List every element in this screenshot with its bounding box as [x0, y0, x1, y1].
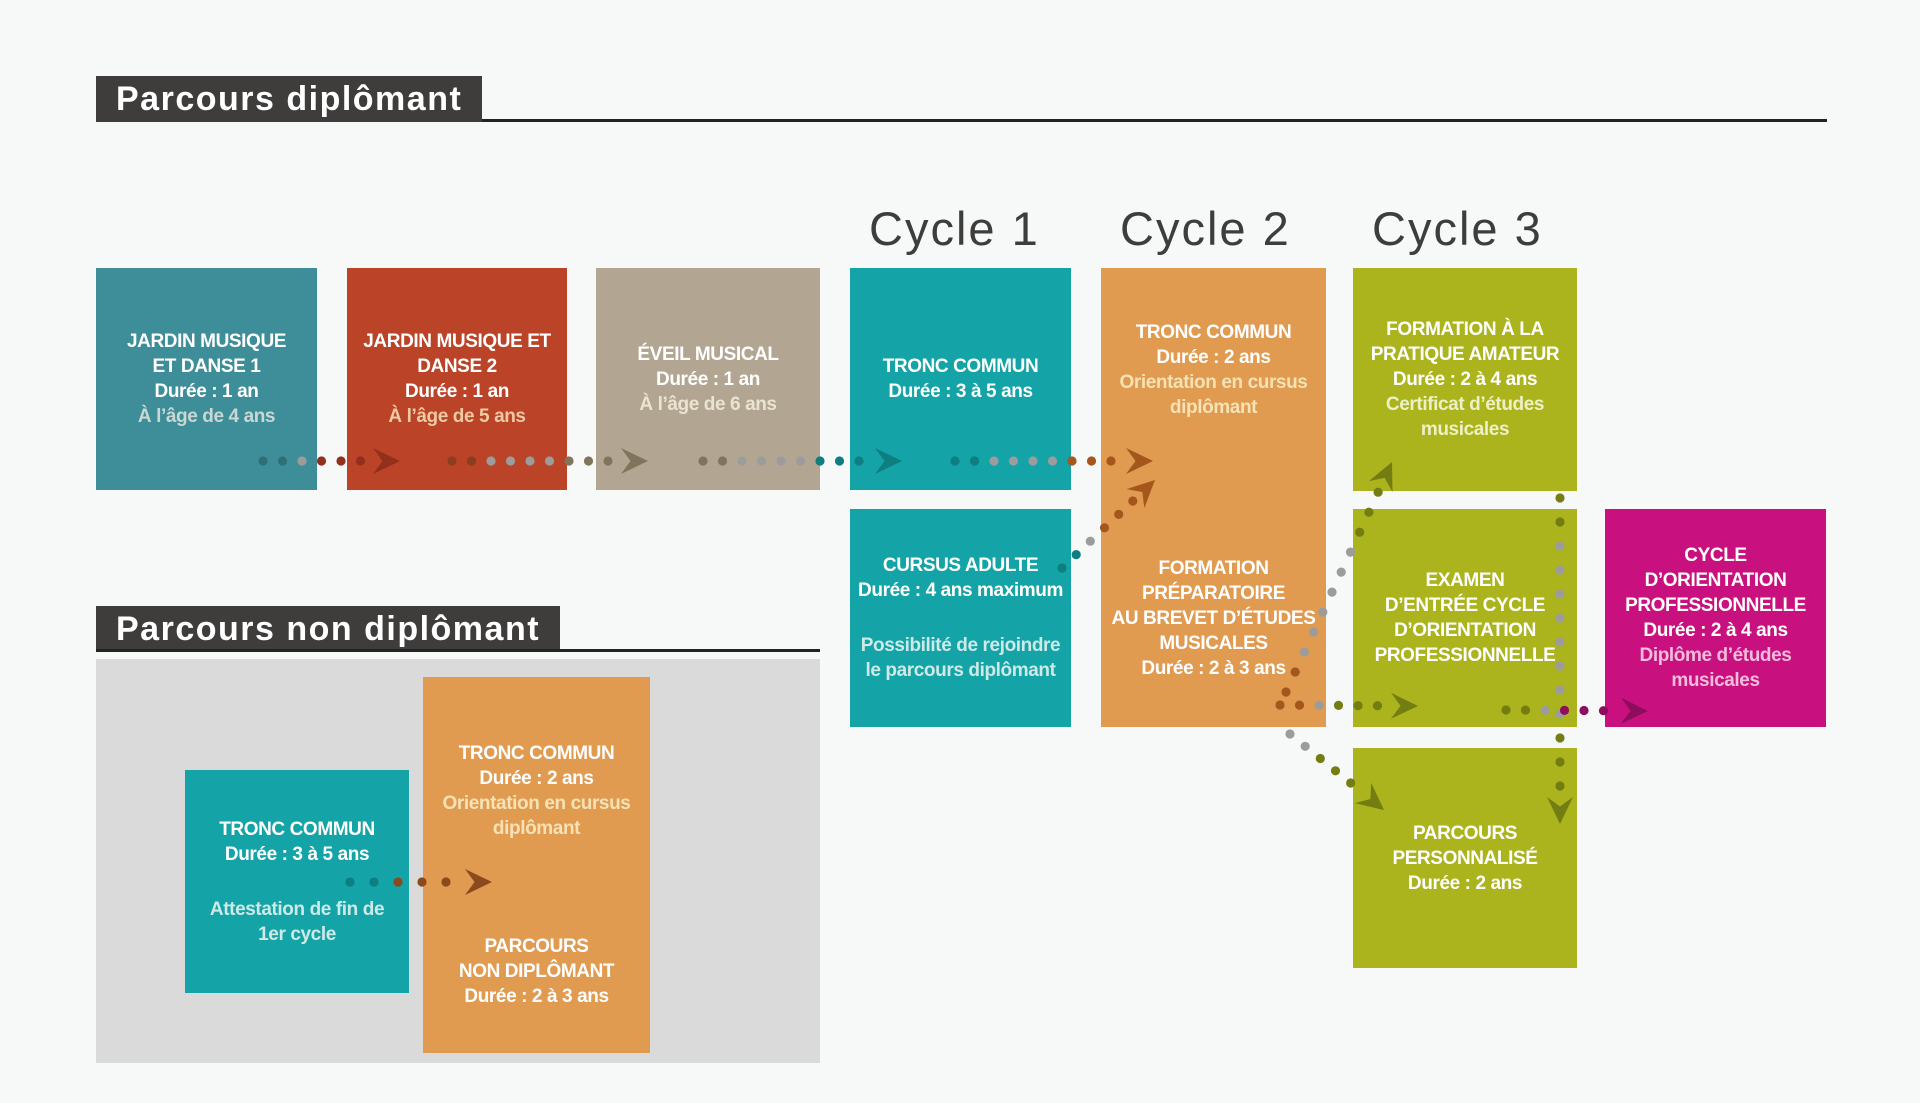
node-formation-pratique-amateur: FORMATION À LA PRATIQUE AMATEUR Durée : …	[1353, 268, 1577, 491]
node-title: CYCLE D’ORIENTATION PROFESSIONNELLE	[1625, 545, 1806, 616]
node-jardin-musique-danse-1: JARDIN MUSIQUE ET DANSE 1 Durée : 1 an À…	[96, 268, 317, 490]
node-title: EXAMEN D’ENTRÉE CYCLE D’ORIENTATION PROF…	[1374, 570, 1556, 666]
node-duration: Durée : 1 an	[154, 381, 259, 402]
node-text-block: ÉVEIL MUSICAL Durée : 1 an À l’âge de 6 …	[602, 342, 814, 417]
node-jardin-musique-danse-2: JARDIN MUSIQUE ET DANSE 2 Durée : 1 an À…	[347, 268, 567, 490]
non-diplomant-divider-line	[96, 649, 820, 652]
section-title-diplomant: Parcours diplômant	[96, 76, 483, 122]
node-duration: Durée : 1 an	[405, 381, 509, 402]
node-duration: Durée : 2 à 4 ans	[1392, 369, 1538, 390]
node-note: À l’âge de 6 ans	[639, 393, 777, 415]
node-note: Attestation de fin de 1er cycle	[209, 898, 385, 945]
flow-dot	[1327, 587, 1337, 597]
node-text-block: TRONC COMMUN Durée : 3 à 5 ans Attestati…	[191, 817, 403, 947]
flow-dot	[1071, 550, 1081, 560]
node-text-block: FORMATION À LA PRATIQUE AMATEUR Durée : …	[1359, 317, 1571, 442]
node-duration: Durée : 2 ans	[1156, 347, 1271, 368]
node-duration: Durée : 2 à 4 ans	[1643, 620, 1788, 641]
flow-dot	[1085, 536, 1095, 546]
node-title: TRONC COMMUN	[219, 818, 375, 840]
node-duration: Durée : 2 ans	[1407, 872, 1523, 894]
flow-dot	[1330, 766, 1341, 776]
flow-dot	[1333, 700, 1344, 711]
node-duration: Durée : 3 à 5 ans	[224, 843, 370, 865]
cycle-3-header: Cycle 3	[1372, 202, 1543, 255]
node-text-block: JARDIN MUSIQUE ET DANSE 2 Durée : 1 an À…	[353, 329, 561, 429]
node-text-block: TRONC COMMUN Durée : 3 à 5 ans	[856, 354, 1065, 404]
node-note: Certificat d’études musicales	[1385, 394, 1545, 440]
node-note: Possibilité de rejoindre le parcours dip…	[860, 635, 1061, 681]
flow-dot	[1555, 493, 1565, 503]
node-text-block: EXAMEN D’ENTRÉE CYCLE D’ORIENTATION PROF…	[1359, 568, 1571, 668]
flow-dot	[336, 456, 346, 466]
node-duration: Durée : 2 à 3 ans	[464, 986, 609, 1007]
flow-dot	[1555, 733, 1565, 743]
node-title: TRONC COMMUN	[882, 356, 1039, 377]
node-note: Orientation en cursus diplômant	[1119, 372, 1308, 418]
node-title: TRONC COMMUN	[458, 743, 615, 764]
cycle-2-header: Cycle 2	[1120, 202, 1291, 255]
node-text-block: CYCLE D’ORIENTATION PROFESSIONNELLE Duré…	[1611, 543, 1820, 693]
flow-dot	[1300, 741, 1310, 751]
node-duration: Durée : 1 an	[656, 368, 760, 390]
node-text-block: JARDIN MUSIQUE ET DANSE 1 Durée : 1 an À…	[102, 329, 311, 429]
node-text-block: TRONC COMMUN Durée : 2 ans Orientation e…	[429, 741, 644, 841]
node-title: FORMATION PRÉPARATOIRE AU BREVET D’ÉTUDE…	[1111, 558, 1316, 654]
node-text-block: PARCOURS NON DIPLÔMANT Durée : 2 à 3 ans	[429, 934, 644, 1009]
node-text-block: PARCOURS PERSONNALISÉ Durée : 2 ans	[1359, 821, 1571, 896]
flow-dot	[583, 456, 594, 466]
node-duration: Durée : 3 à 5 ans	[888, 381, 1033, 402]
node-note: À l’âge de 4 ans	[137, 406, 276, 427]
node-title: PARCOURS NON DIPLÔMANT	[458, 936, 615, 982]
flow-dot	[834, 456, 845, 466]
node-note: Diplôme d’études musicales	[1639, 645, 1792, 691]
node-cycle2-tronc-et-formation-preparatoire: TRONC COMMUN Durée : 2 ans Orientation e…	[1101, 268, 1326, 727]
node-note: À l’âge de 5 ans	[388, 406, 526, 427]
node-text-block: FORMATION PRÉPARATOIRE AU BREVET D’ÉTUDE…	[1107, 556, 1320, 681]
node-duration: Durée : 2 à 3 ans	[1141, 658, 1286, 679]
node-title: PARCOURS PERSONNALISÉ	[1392, 822, 1538, 869]
flow-dot	[1579, 705, 1589, 716]
node-parcours-personnalise: PARCOURS PERSONNALISÉ Durée : 2 ans	[1353, 748, 1577, 968]
node-note: Orientation en cursus diplômant	[442, 793, 631, 839]
node-title: JARDIN MUSIQUE ET DANSE 2	[363, 331, 551, 377]
node-title: ÉVEIL MUSICAL	[637, 343, 779, 365]
node-duration: Durée : 2 ans	[479, 768, 594, 789]
diplomant-divider-line	[96, 119, 1827, 122]
section-title-non-diplomant: Parcours non diplômant	[96, 606, 561, 652]
flow-dot	[1086, 456, 1097, 466]
node-nd-tronc-commun: TRONC COMMUN Durée : 3 à 5 ans Attestati…	[185, 770, 409, 993]
node-title: TRONC COMMUN	[1135, 322, 1292, 343]
node-text-block: TRONC COMMUN Durée : 2 ans Orientation e…	[1107, 320, 1320, 420]
node-title: JARDIN MUSIQUE ET DANSE 1	[126, 331, 287, 377]
flow-dot	[316, 456, 327, 466]
node-tronc-commun-cycle1: TRONC COMMUN Durée : 3 à 5 ans	[850, 268, 1071, 490]
cycle-1-header: Cycle 1	[869, 202, 1040, 255]
node-duration: Durée : 4 ans maximum	[858, 580, 1063, 601]
node-title: FORMATION À LA PRATIQUE AMATEUR	[1370, 319, 1560, 365]
node-nd-tronc-et-parcours-non-diplomant: TRONC COMMUN Durée : 2 ans Orientation e…	[423, 677, 650, 1053]
flow-dot	[1315, 753, 1325, 764]
node-eveil-musical: ÉVEIL MUSICAL Durée : 1 an À l’âge de 6 …	[596, 268, 820, 490]
node-examen-entree-cycle-orientation-pro: EXAMEN D’ENTRÉE CYCLE D’ORIENTATION PROF…	[1353, 509, 1577, 727]
flow-dot	[1285, 729, 1295, 739]
node-cycle-orientation-professionnelle: CYCLE D’ORIENTATION PROFESSIONNELLE Duré…	[1605, 509, 1826, 727]
node-text-block: CURSUS ADULTE Durée : 4 ans maximum Poss…	[856, 553, 1065, 683]
node-title: CURSUS ADULTE	[882, 555, 1039, 576]
node-cursus-adulte: CURSUS ADULTE Durée : 4 ans maximum Poss…	[850, 509, 1071, 727]
flow-dot	[1336, 567, 1346, 577]
